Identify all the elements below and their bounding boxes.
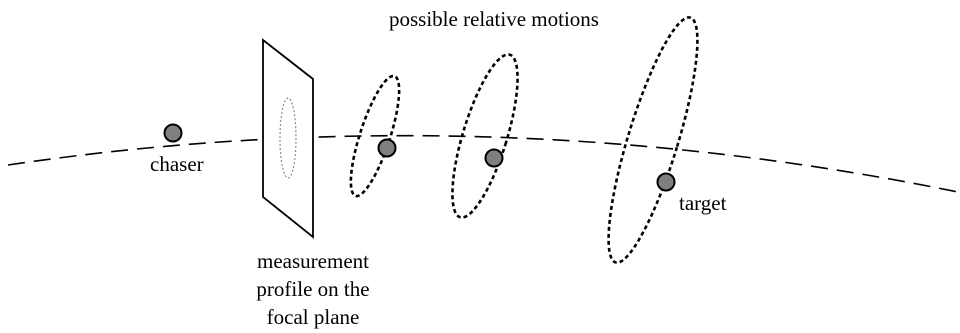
relative-motion-ellipse-3 — [607, 16, 699, 264]
measurement-profile-label-line-3: focal plane — [266, 305, 360, 329]
relative-position-marker-1 — [377, 138, 397, 158]
measurement-profile-label: measurement profile on the focal plane — [238, 247, 388, 331]
chaser-body — [163, 123, 183, 143]
measurement-profile-label-line-1: measurement — [257, 249, 369, 273]
relative-position-marker-2 — [484, 148, 504, 168]
focal-plane — [262, 38, 314, 239]
relative-motion-ellipse-2 — [451, 53, 519, 219]
measurement-profile-label-line-2: profile on the — [256, 277, 370, 301]
target-body — [656, 172, 676, 192]
measurement-profile — [279, 97, 297, 179]
target-label: target — [679, 191, 727, 215]
orbit-path — [7, 134, 959, 193]
possible-relative-motions-label: possible relative motions — [389, 7, 599, 31]
chaser-label: chaser — [150, 152, 204, 176]
